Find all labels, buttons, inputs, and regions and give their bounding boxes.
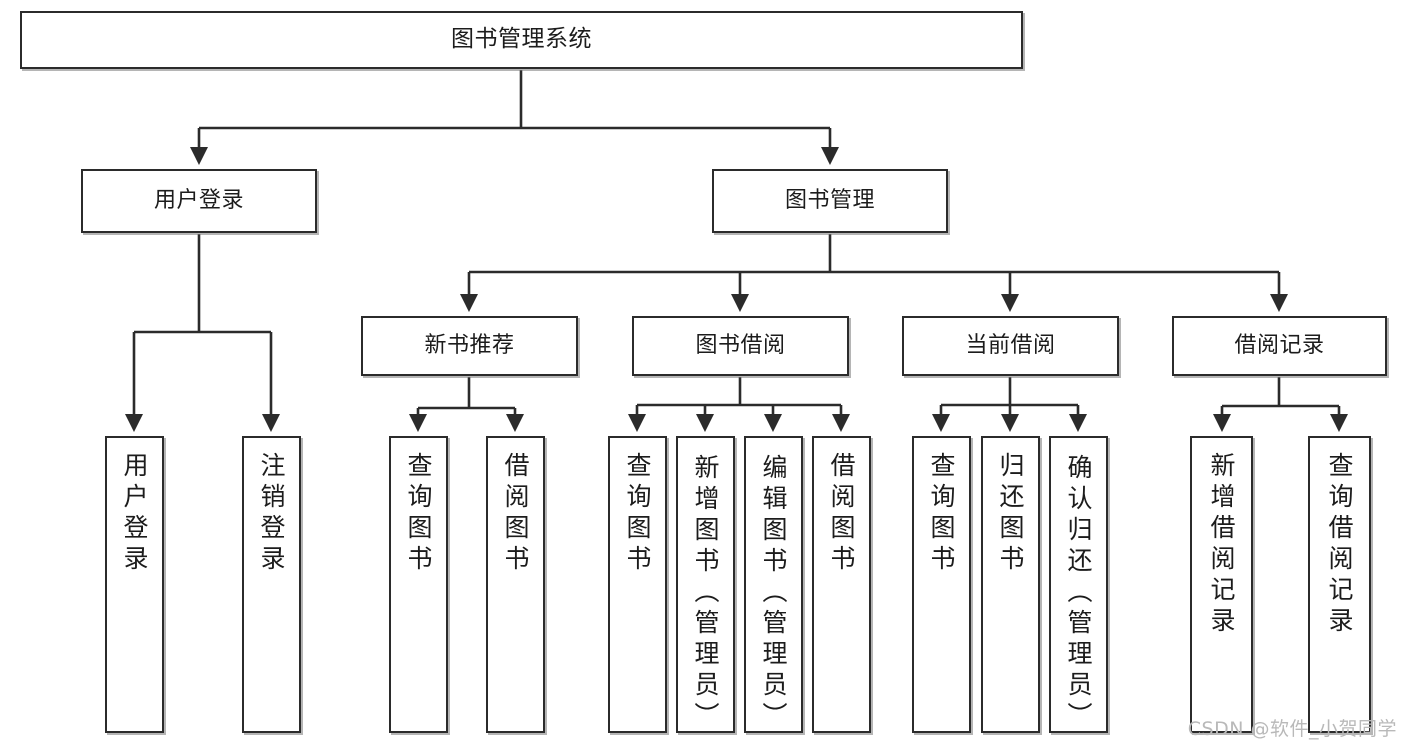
node-leaf-add-borrow-record-label: 新增借阅记录 — [1207, 452, 1236, 638]
node-leaf-query-book-borrow-label: 查询图书 — [623, 452, 652, 576]
node-leaf-query-book-current-label: 查询图书 — [927, 452, 956, 576]
node-user-login-label: 用户登录 — [153, 188, 244, 214]
node-leaf-confirm-return-admin[interactable]: 确认归还（管理员） — [1049, 436, 1108, 733]
node-leaf-query-book-borrow[interactable]: 查询图书 — [608, 436, 667, 733]
node-book-management[interactable]: 图书管理 — [712, 169, 948, 233]
node-leaf-query-borrow-record-label: 查询借阅记录 — [1325, 452, 1354, 638]
node-leaf-query-book-current[interactable]: 查询图书 — [912, 436, 971, 733]
node-leaf-add-borrow-record[interactable]: 新增借阅记录 — [1190, 436, 1253, 733]
node-book-borrow-label: 图书借阅 — [695, 333, 786, 359]
node-leaf-borrow-book-recommend-label: 借阅图书 — [501, 452, 530, 576]
node-new-book-recommend-label: 新书推荐 — [424, 333, 515, 359]
node-leaf-add-book-admin[interactable]: 新增图书（管理员） — [676, 436, 735, 733]
node-leaf-logout-label: 注销登录 — [257, 452, 286, 576]
node-borrow-record-label: 借阅记录 — [1234, 333, 1325, 359]
node-leaf-query-borrow-record[interactable]: 查询借阅记录 — [1308, 436, 1371, 733]
node-leaf-borrow-book-recommend[interactable]: 借阅图书 — [486, 436, 545, 733]
node-book-borrow[interactable]: 图书借阅 — [632, 316, 849, 376]
node-leaf-query-book-recommend-label: 查询图书 — [404, 452, 433, 576]
node-root-label: 图书管理系统 — [451, 26, 592, 53]
node-leaf-user-login[interactable]: 用户登录 — [105, 436, 164, 733]
csdn-watermark: CSDN @软件_小贺同学 — [1187, 718, 1397, 740]
node-current-borrow[interactable]: 当前借阅 — [902, 316, 1119, 376]
node-leaf-return-book[interactable]: 归还图书 — [981, 436, 1040, 733]
node-book-management-label: 图书管理 — [784, 188, 875, 214]
node-leaf-borrow-book[interactable]: 借阅图书 — [812, 436, 871, 733]
node-borrow-record[interactable]: 借阅记录 — [1172, 316, 1387, 376]
node-leaf-logout[interactable]: 注销登录 — [242, 436, 301, 733]
node-leaf-add-book-admin-label: 新增图书（管理员） — [691, 454, 720, 733]
node-user-login[interactable]: 用户登录 — [81, 169, 317, 233]
node-leaf-user-login-label: 用户登录 — [120, 452, 149, 576]
node-leaf-edit-book-admin-label: 编辑图书（管理员） — [759, 454, 788, 733]
node-leaf-borrow-book-label: 借阅图书 — [827, 452, 856, 576]
node-leaf-confirm-return-admin-label: 确认归还（管理员） — [1064, 454, 1093, 733]
node-leaf-return-book-label: 归还图书 — [996, 452, 1025, 576]
node-new-book-recommend[interactable]: 新书推荐 — [361, 316, 578, 376]
node-current-borrow-label: 当前借阅 — [965, 333, 1056, 359]
node-leaf-query-book-recommend[interactable]: 查询图书 — [389, 436, 448, 733]
node-root-book-management-system[interactable]: 图书管理系统 — [20, 11, 1023, 69]
node-leaf-edit-book-admin[interactable]: 编辑图书（管理员） — [744, 436, 803, 733]
